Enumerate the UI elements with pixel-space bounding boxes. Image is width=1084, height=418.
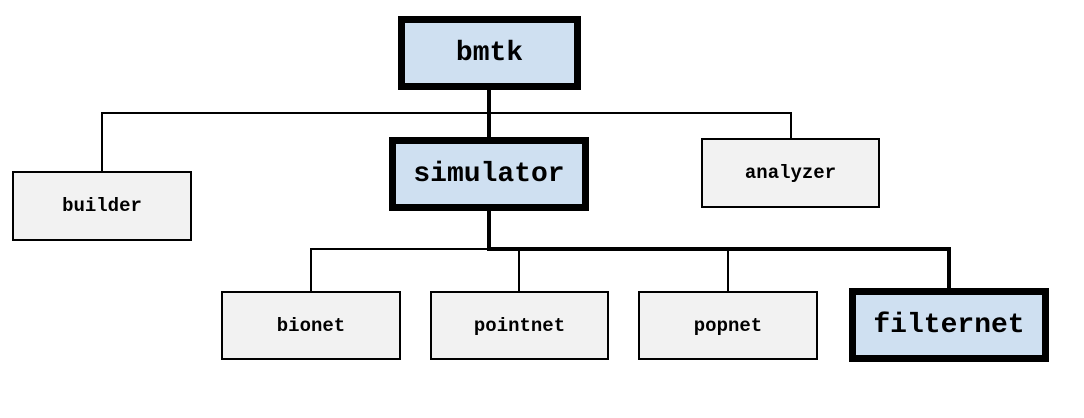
node-analyzer: analyzer [701, 138, 880, 208]
node-filternet: filternet [849, 288, 1049, 362]
node-label: popnet [693, 314, 763, 337]
edge-simulator-filternet [487, 247, 951, 288]
node-label: simulator [413, 158, 565, 190]
node-label: analyzer [744, 162, 837, 184]
node-bionet: bionet [221, 291, 401, 360]
node-popnet: popnet [638, 291, 818, 360]
node-label: bionet [276, 314, 346, 337]
edge-bmtk-analyzer [489, 112, 792, 138]
node-label: filternet [873, 309, 1025, 341]
edge-simulator-bionet [310, 248, 489, 291]
node-bmtk: bmtk [398, 16, 581, 90]
node-builder: builder [12, 171, 192, 241]
edge-bmtk-builder [101, 112, 489, 171]
node-pointnet: pointnet [430, 291, 609, 360]
node-simulator: simulator [389, 137, 589, 211]
node-label: builder [62, 195, 142, 217]
node-label: bmtk [455, 37, 524, 69]
node-label: pointnet [473, 314, 566, 337]
